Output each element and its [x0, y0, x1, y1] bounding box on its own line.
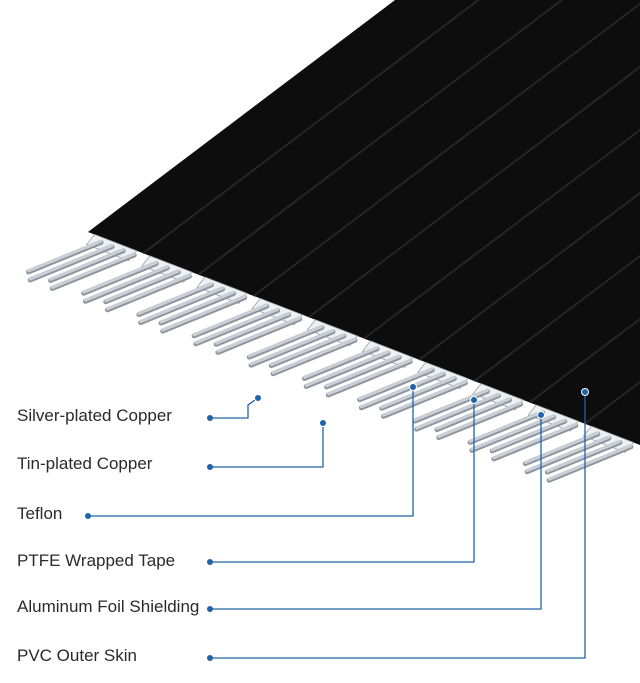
leader-lines — [85, 383, 589, 661]
label-teflon: Teflon — [17, 504, 63, 523]
label-aluminum-foil-shielding: Aluminum Foil Shielding — [17, 597, 200, 616]
conductor-wire — [269, 333, 346, 367]
leader-dot — [85, 513, 91, 519]
conductor-wire — [413, 388, 489, 422]
conductor-wire — [161, 295, 247, 332]
conductor-wire — [249, 329, 335, 366]
conductor-wire — [192, 303, 269, 337]
leader-aluminum-foil-shielding — [210, 415, 542, 610]
conductor-wire — [415, 393, 500, 430]
conductor-wire — [83, 265, 169, 302]
conductor-wire — [82, 261, 158, 294]
conductor-wire — [247, 324, 324, 358]
leader-dot — [537, 411, 545, 419]
conductor-wire — [137, 282, 213, 315]
conductor-wire — [214, 312, 291, 345]
channel-seam — [418, 191, 640, 361]
conductor-wire — [27, 239, 103, 273]
conductor-wire — [50, 252, 136, 289]
conductor-wire — [545, 439, 622, 473]
label-pvc-outer-skin: PVC Outer Skin — [17, 646, 137, 665]
conductor-wire — [325, 354, 401, 388]
conductor-wire — [435, 397, 512, 431]
leader-pvc-outer-skin — [210, 392, 586, 659]
leader-dot — [409, 383, 417, 391]
leader-tin-plated-copper — [210, 423, 324, 468]
pvc-jacket — [88, 0, 640, 445]
conductor-wire — [326, 359, 412, 396]
conductor-wire — [437, 401, 523, 439]
conductor-wire — [523, 431, 600, 465]
conductor-wire — [358, 367, 434, 401]
leader-dot — [207, 415, 213, 421]
channel-seam — [528, 317, 640, 404]
leader-dot — [470, 396, 478, 404]
leader-ptfe-wrapped-tape — [210, 400, 475, 563]
channel-seam — [142, 0, 481, 255]
conductor-wire — [470, 414, 556, 451]
conductor-wire — [159, 290, 236, 324]
leader-teflon — [88, 387, 414, 517]
label-tin-plated-copper: Tin-plated Copper — [17, 454, 153, 473]
conductor-wire — [106, 273, 191, 311]
conductor-wire — [492, 422, 578, 460]
leader-dot — [207, 464, 213, 470]
conductor-wire — [49, 248, 125, 281]
conductor-wire — [194, 307, 280, 345]
channel-seam — [308, 65, 640, 318]
conductor-wire — [490, 418, 567, 452]
leader-dot — [207, 606, 213, 612]
channel-seam — [363, 128, 640, 340]
leader-dot — [254, 394, 262, 402]
conductor-wire — [359, 371, 445, 409]
conductor-wire — [380, 376, 456, 409]
channel-seam — [473, 254, 640, 382]
conductor-wire — [271, 337, 357, 375]
conductor-wire — [468, 410, 545, 443]
channel-seam — [197, 0, 564, 276]
conductor-wire — [547, 444, 633, 481]
leader-dot — [319, 419, 327, 427]
conductor-wire — [216, 316, 302, 353]
leader-dot — [207, 655, 213, 661]
conductor-wire — [139, 286, 224, 324]
channel-seam — [252, 2, 640, 297]
jacket-body — [88, 0, 640, 445]
conductor-wire — [303, 346, 379, 379]
conductor-wire — [382, 380, 467, 417]
leader-silver-plated-copper — [210, 397, 259, 419]
conductor-wire — [104, 269, 180, 303]
leader-dot — [581, 388, 589, 396]
conductor-wire — [28, 244, 114, 281]
label-silver-plated-copper: Silver-plated Copper — [17, 406, 172, 425]
leader-dot — [207, 559, 213, 565]
conductor-wire — [304, 350, 390, 387]
label-ptfe-wrapped-tape: PTFE Wrapped Tape — [17, 551, 176, 570]
